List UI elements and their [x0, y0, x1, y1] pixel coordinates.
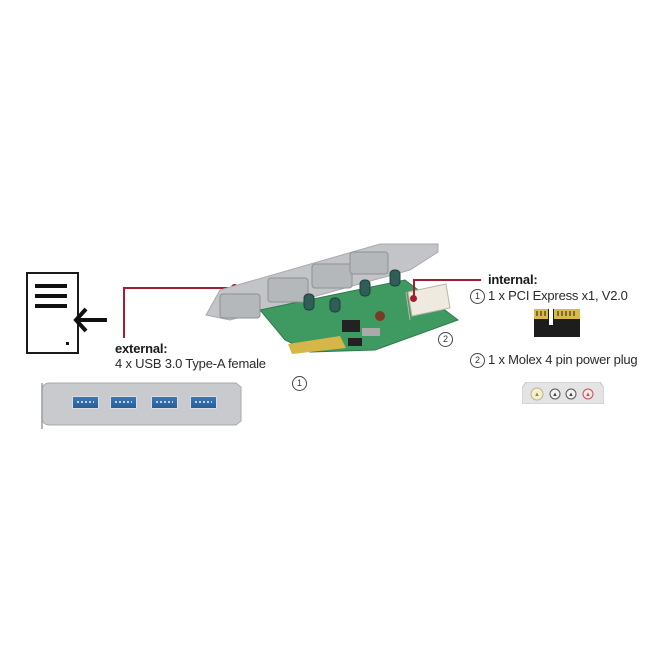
internal-item-2-number: 2: [470, 353, 485, 368]
svg-text:▲: ▲: [568, 392, 574, 398]
external-description: 4 x USB 3.0 Type-A female: [115, 356, 266, 371]
computer-icon-line: [35, 294, 67, 298]
external-callout-line: [123, 287, 235, 289]
usb-port-icon: [151, 396, 178, 409]
internal-item-1-text: 1 x PCI Express x1, V2.0: [488, 288, 628, 303]
internal-item-2-text: 1 x Molex 4 pin power plug: [488, 352, 638, 367]
pcie-connector-icon: [534, 309, 580, 337]
molex-plug-icon: ▲ ▲ ▲ ▲: [522, 382, 604, 404]
card-marker-2: 2: [438, 332, 453, 347]
internal-callout-dot: [410, 295, 417, 302]
svg-text:▲: ▲: [552, 392, 558, 398]
bracket-shape: [41, 382, 242, 429]
computer-icon-dot: [66, 342, 69, 345]
pci-usb-card-image: [205, 243, 460, 354]
internal-callout-line: [413, 279, 481, 281]
usb-bracket-image: [40, 377, 248, 429]
card-marker-1: 1: [292, 376, 307, 391]
svg-text:▲: ▲: [534, 392, 540, 398]
computer-icon: [26, 272, 79, 354]
internal-heading: internal:: [488, 272, 538, 287]
external-callout-line: [123, 288, 125, 338]
computer-icon-line: [35, 284, 67, 288]
internal-item-1-number: 1: [470, 289, 485, 304]
usb-port-icon: [190, 396, 217, 409]
external-heading: external:: [115, 341, 168, 356]
computer-icon-line: [35, 304, 67, 308]
svg-text:▲: ▲: [585, 392, 591, 398]
internal-callout-line: [413, 280, 415, 299]
arrow-left-icon: [73, 307, 107, 333]
usb-port-icon: [72, 396, 99, 409]
usb-port-icon: [110, 396, 137, 409]
